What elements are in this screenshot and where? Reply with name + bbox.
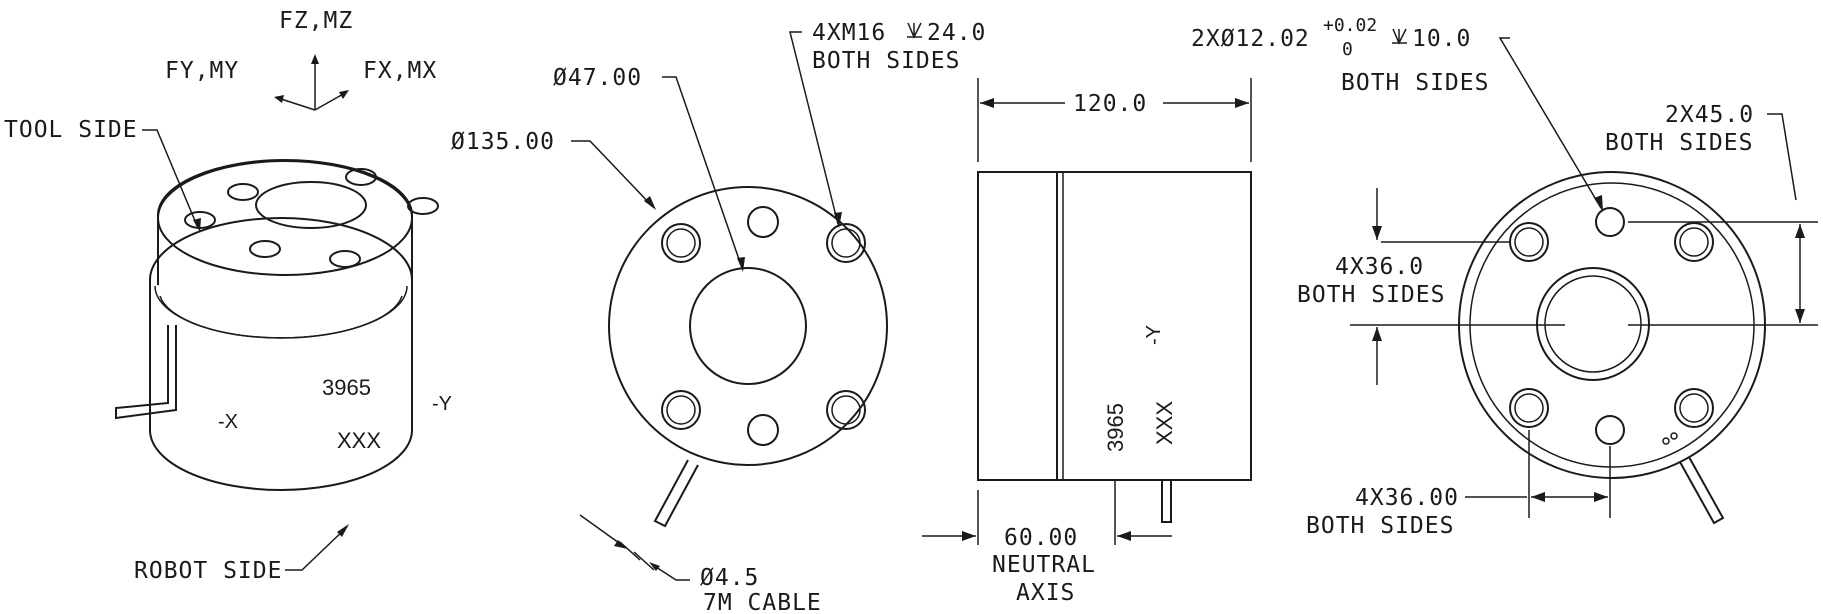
neutral-axis-word2: AXIS (1016, 580, 1075, 606)
neutral-axis-value: 60.00 (1004, 525, 1078, 551)
neutral-axis-word1: NEUTRAL (992, 552, 1096, 578)
axis-fy-label: FY,MY (165, 58, 239, 84)
isometric-view: FZ,MZ FY,MY FX,MX 3965 XXX -X -Y TOOL SI… (4, 8, 452, 584)
angle-dimension: 2X45.0 (1665, 102, 1754, 128)
side-serial: 3965 (1103, 403, 1128, 452)
iso-neg-x: -X (218, 411, 238, 433)
depth-symbol-icon (907, 22, 922, 39)
right-view: 2XØ12.02 +0.02 0 10.0 BOTH SIDES 2X45.0 … (1191, 15, 1818, 539)
side-view: 3965 XXX -Y 120.0 60.00 NEUTRAL AXIS (922, 78, 1252, 606)
side-code: XXX (1152, 401, 1177, 445)
thread-both-sides: BOTH SIDES (812, 48, 960, 74)
thread-spec: 4XM16 (812, 20, 886, 46)
pin-spec: 2XØ12.02 (1191, 26, 1310, 52)
front-view: Ø47.00 Ø135.00 4XM16 24.0 BOTH SIDES Ø4.… (451, 20, 986, 614)
thread-depth: 24.0 (927, 20, 986, 46)
pin-depth: 10.0 (1412, 26, 1471, 52)
horiz-dimension: 4X36.00 (1355, 485, 1459, 511)
side-neg-y: -Y (1143, 325, 1165, 345)
axis-fz-label: FZ,MZ (279, 8, 353, 34)
depth-symbol-icon (1392, 28, 1407, 45)
tool-side-label: TOOL SIDE (4, 117, 138, 143)
outer-diameter: Ø135.00 (451, 129, 555, 155)
axis-triad (274, 54, 349, 111)
cable-diameter: Ø4.5 (700, 565, 759, 591)
vert-dimension: 4X36.0 (1335, 254, 1424, 280)
pin-tol-upper: +0.02 (1323, 15, 1377, 36)
iso-body (115, 159, 439, 491)
vert-both-sides: BOTH SIDES (1297, 282, 1445, 308)
bore-diameter: Ø47.00 (553, 65, 642, 91)
horiz-both-sides: BOTH SIDES (1306, 513, 1454, 539)
axis-fx-label: FX,MX (363, 58, 437, 84)
robot-side-label: ROBOT SIDE (134, 558, 282, 584)
iso-code: XXX (337, 428, 381, 453)
pin-both-sides: BOTH SIDES (1341, 70, 1489, 96)
iso-neg-y: -Y (432, 393, 452, 415)
angle-both-sides: BOTH SIDES (1605, 130, 1753, 156)
iso-serial: 3965 (322, 375, 371, 400)
cable-length: 7M CABLE (703, 590, 822, 614)
side-width: 120.0 (1073, 91, 1147, 117)
pin-tol-lower: 0 (1342, 39, 1353, 60)
